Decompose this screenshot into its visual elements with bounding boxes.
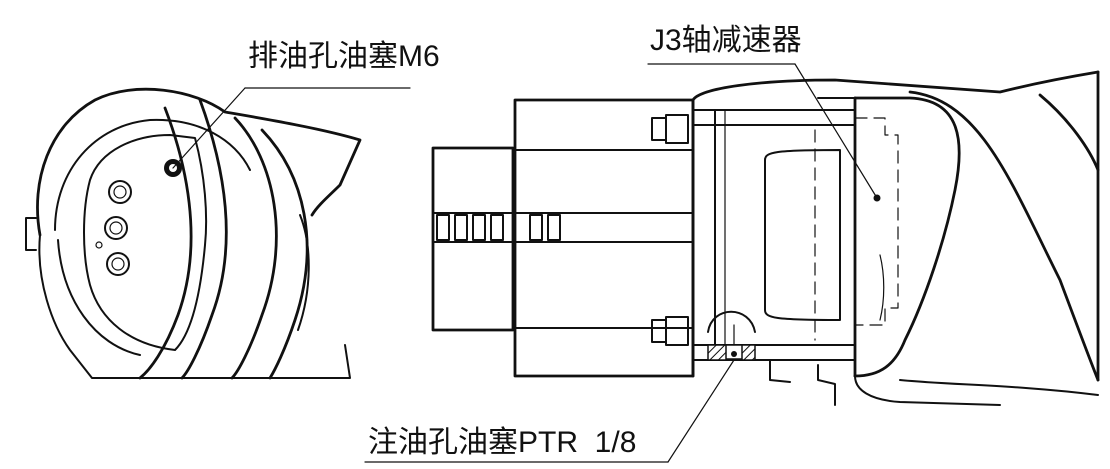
drain-plug-leader: [172, 87, 411, 169]
fill-plug-label: 注油孔油塞PTR 1/8: [368, 426, 636, 459]
reducer-label: J3轴减速器: [650, 24, 802, 57]
right-side-view: [431, 70, 1100, 406]
reducer-leader: [647, 63, 878, 199]
bolt-3-icon: [106, 252, 130, 276]
small-hole-icon: [95, 241, 103, 249]
fill-plug-section: [707, 310, 756, 361]
left-end-view: [25, 87, 362, 380]
fill-plug-leader: [364, 359, 735, 463]
drain-plug-label: 排油孔油塞M6: [248, 40, 440, 73]
bolt-1-icon: [108, 180, 132, 204]
bolt-2-icon: [104, 216, 128, 240]
fill-plug-icon: [731, 351, 737, 357]
